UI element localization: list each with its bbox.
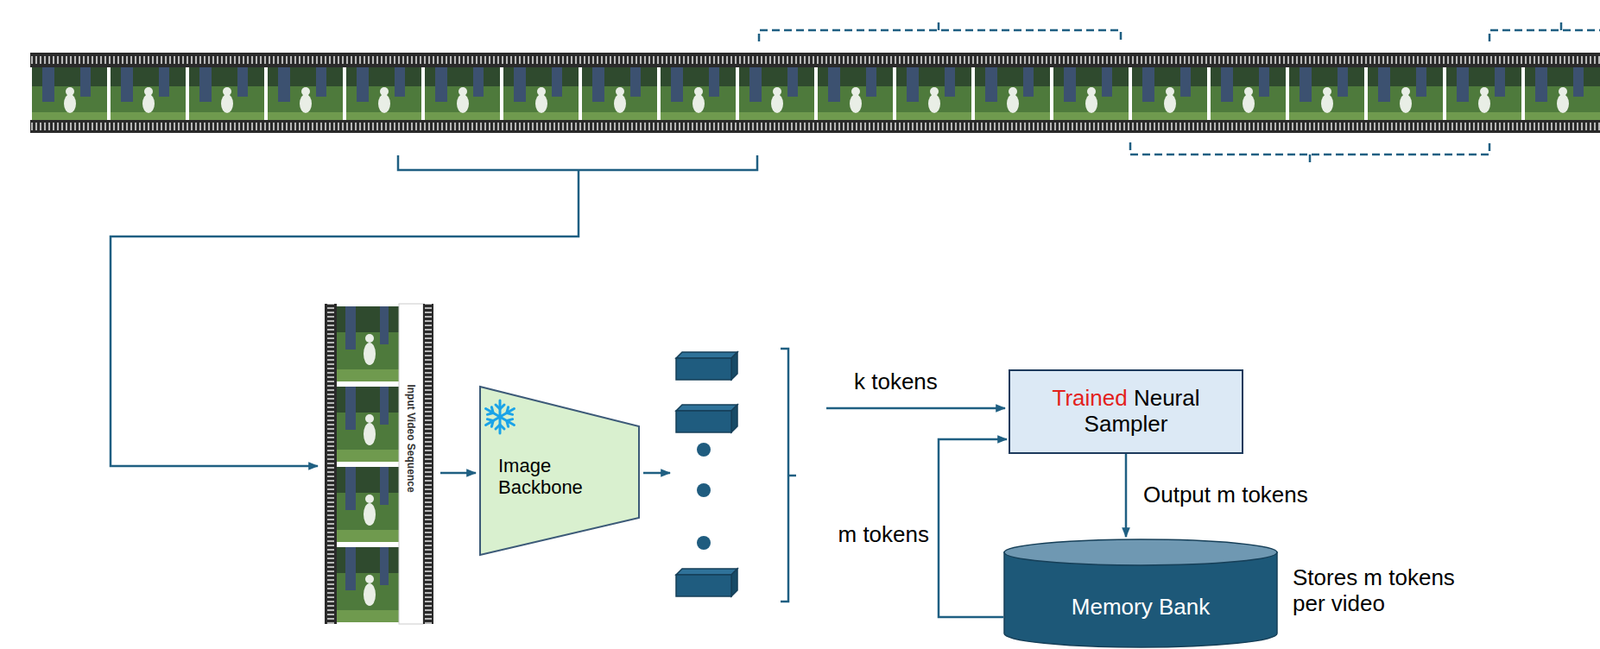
ellipsis-dot [696,442,711,551]
edge-label: Output m tokens [1141,482,1310,509]
process-box: Trained Neural Sampler [1008,369,1244,455]
node-label: Trained Neural Sampler [1030,385,1221,438]
highlight-word: Trained [1051,385,1127,412]
node-label: Image Backbone [498,455,602,500]
database-cylinder-outline [1003,538,1278,649]
node-label: Memory Bank [1015,594,1266,621]
clip-bracket [110,155,758,467]
connector [938,439,1007,618]
token-brace [780,348,797,602]
film-strip [30,52,1600,133]
token-block [676,352,738,597]
edge-label: m tokens [836,522,932,549]
input-film-strip [324,303,434,625]
database-cylinder: Memory Bank [1003,538,1278,649]
dashed-bracket [758,18,1600,167]
connector [1125,454,1128,538]
backbone-trapezoid: Image Backbone [479,385,640,557]
flow-label: k tokens [853,369,938,396]
frozen-icon [480,398,519,437]
note-text: Stores m tokens per video [1292,565,1478,618]
strip-caption: Input Video Sequence [404,373,418,504]
